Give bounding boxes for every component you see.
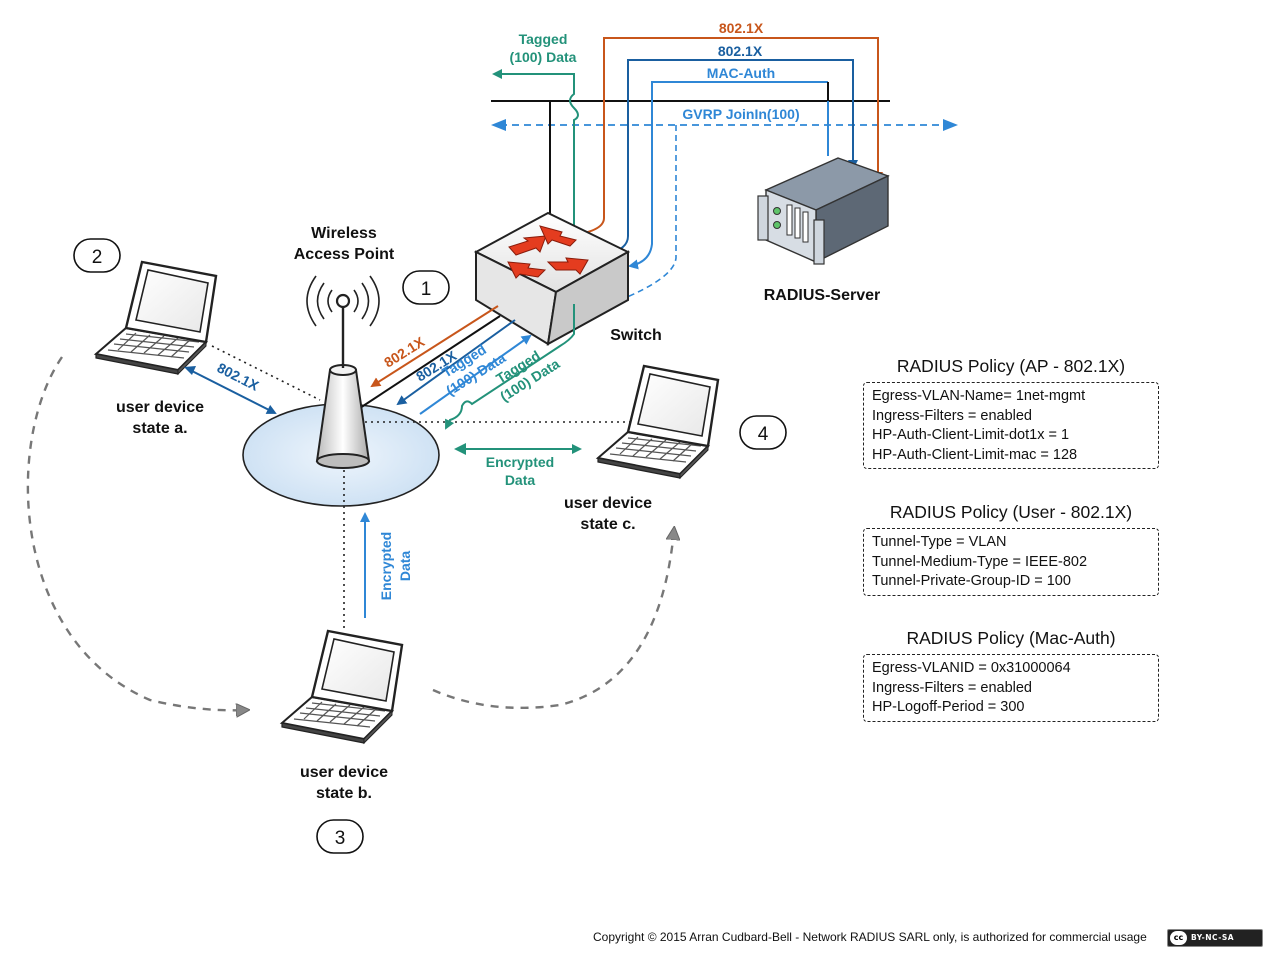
ap-label-line1: Wireless — [311, 225, 377, 242]
policy-attribute: Egress-VLAN-Name= 1net-mgmt — [872, 388, 1086, 404]
policy-attributes: Tunnel-Type = VLAN Tunnel-Medium-Type = … — [863, 528, 1159, 596]
policy-attribute: HP-Auth-Client-Limit-mac = 128 — [872, 446, 1078, 463]
policy-attribute: Ingress-Filters = enabled — [872, 679, 1032, 696]
tagged-data-top-label-2: (100) Data — [510, 49, 577, 65]
ap-blue-8021x — [396, 319, 516, 406]
laptop-icon-state-a — [94, 260, 218, 376]
device-c-encrypted-label-2: Data — [505, 472, 536, 488]
device-a-8021x-arrow — [189, 369, 277, 414]
policy-attribute: Tunnel-Type = VLAN — [872, 534, 1007, 550]
state-c-label-line2: state c. — [580, 516, 635, 533]
switch-arrow-3 — [546, 257, 589, 275]
state-b-label-line1: user device — [300, 764, 388, 781]
dotted-link-state-a — [211, 345, 321, 401]
step-badge-3: 3 — [316, 819, 364, 854]
policy-attribute: Egress-VLANID = 0x31000064 — [872, 660, 1071, 676]
policy-title: RADIUS Policy (Mac-Auth) — [906, 628, 1116, 648]
mac-auth-label: MAC-Auth — [707, 65, 775, 81]
switch-arrow-4 — [507, 261, 547, 279]
svg-text:4: 4 — [758, 424, 769, 445]
svg-text:3: 3 — [335, 828, 346, 849]
ap-lightblue-tagged — [419, 334, 532, 415]
ap-orange-8021x — [370, 305, 499, 388]
radius-server-label: RADIUS-Server — [764, 287, 880, 304]
tagged-data-top-label-1: Tagged — [519, 31, 568, 47]
device-b-encrypted-label-2: Data — [397, 551, 413, 582]
teal-tagged-uplink — [492, 69, 579, 228]
policy-attribute: Tunnel-Medium-Type = IEEE-802 — [872, 553, 1088, 570]
license-terms: BY-NC-SA — [1191, 933, 1235, 942]
switch-icon — [473, 211, 631, 346]
state-a-label-line1: user device — [116, 399, 204, 416]
move-arc-a-to-b — [26, 356, 246, 710]
policy-user-8021x: RADIUS Policy (User - 802.1X) Tunnel-Typ… — [863, 499, 1159, 596]
ap-teal-tagged — [445, 304, 575, 430]
switch-arrow-2 — [539, 225, 577, 247]
policy-attributes: Egress-VLANID = 0x31000064 Ingress-Filte… — [863, 654, 1159, 722]
move-arc-b-to-c — [432, 530, 674, 710]
switch-arrow-1 — [508, 235, 547, 256]
device-b-encrypted-label-1: Encrypted — [378, 532, 394, 600]
copyright-notice: Copyright © 2015 Arran Cudbard-Bell - Ne… — [593, 930, 1147, 944]
step-badge-4: 4 — [739, 415, 787, 450]
cc-icon: cc — [1170, 931, 1187, 945]
gvrp-label: GVRP JoinIn(100) — [682, 106, 799, 122]
wifi-signal-icon — [306, 275, 380, 327]
gvrp-arrow-left — [491, 119, 506, 131]
ap-black-cable — [359, 315, 501, 409]
policy-title: RADIUS Policy (User - 802.1X) — [889, 502, 1133, 522]
policy-ap-8021x: RADIUS Policy (AP - 802.1X) Egress-VLAN-… — [863, 353, 1159, 469]
device-a-8021x-label: 802.1X — [215, 359, 262, 394]
cc-license-badge[interactable]: cc BY-NC-SA — [1167, 929, 1263, 947]
policy-attribute: HP-Logoff-Period = 300 — [872, 699, 1025, 715]
state-c-label-line1: user device — [564, 495, 652, 512]
access-point-icon — [315, 293, 371, 469]
step-badge-1: 1 — [402, 270, 450, 305]
ap-label-line2: Access Point — [294, 246, 395, 263]
gvrp-drop-switch — [619, 125, 677, 301]
step-badge-2: 2 — [73, 238, 121, 273]
laptop-icon-state-b — [280, 629, 404, 745]
laptop-icon-state-c — [596, 364, 720, 480]
policy-mac-auth: RADIUS Policy (Mac-Auth) Egress-VLANID =… — [863, 625, 1159, 722]
policy-attribute: HP-Auth-Client-Limit-dot1x = 1 — [872, 427, 1070, 443]
policy-attribute: Tunnel-Private-Group-ID = 100 — [872, 573, 1071, 589]
switch-label: Switch — [610, 327, 662, 344]
policy-attribute: Ingress-Filters = enabled — [872, 407, 1032, 424]
radius-server-icon — [757, 157, 890, 265]
policy-title: RADIUS Policy (AP - 802.1X) — [896, 356, 1126, 376]
blue-8021x-top-label: 802.1X — [718, 43, 763, 59]
device-c-encrypted-label-1: Encrypted — [486, 454, 554, 470]
policy-attributes: Egress-VLAN-Name= 1net-mgmt Ingress-Filt… — [863, 382, 1159, 469]
state-a-label-line2: state a. — [132, 420, 187, 437]
svg-text:1: 1 — [421, 279, 432, 300]
orange-8021x-top-label: 802.1X — [719, 20, 764, 36]
gvrp-arrow-right — [943, 119, 958, 131]
svg-text:2: 2 — [92, 247, 103, 268]
state-b-label-line2: state b. — [316, 785, 372, 802]
